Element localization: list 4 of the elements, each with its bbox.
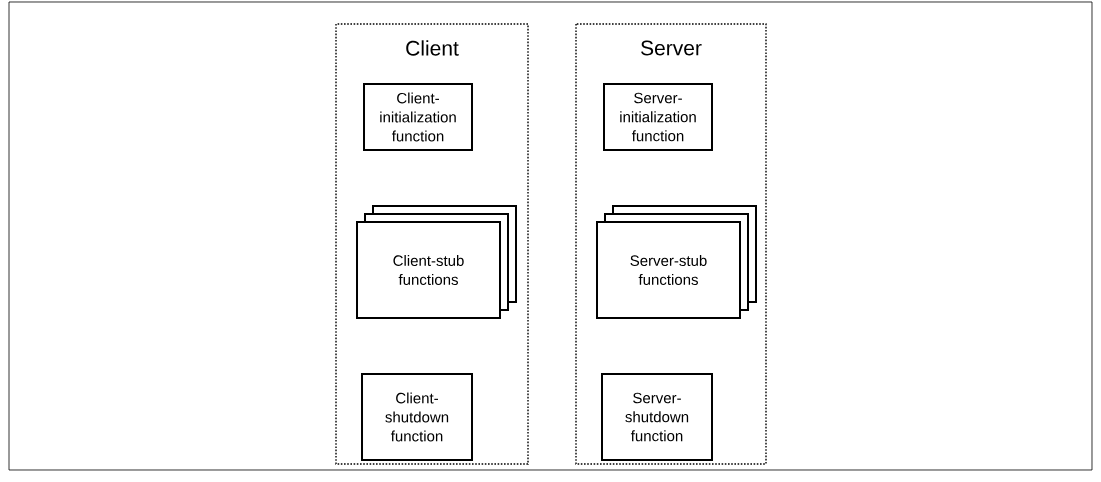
function-box: Client-shutdown function <box>361 373 473 461</box>
function-box: Client-initialization function <box>363 83 473 151</box>
function-box: Server-shutdown function <box>601 373 713 461</box>
function-box: Server-initialization function <box>603 83 713 151</box>
